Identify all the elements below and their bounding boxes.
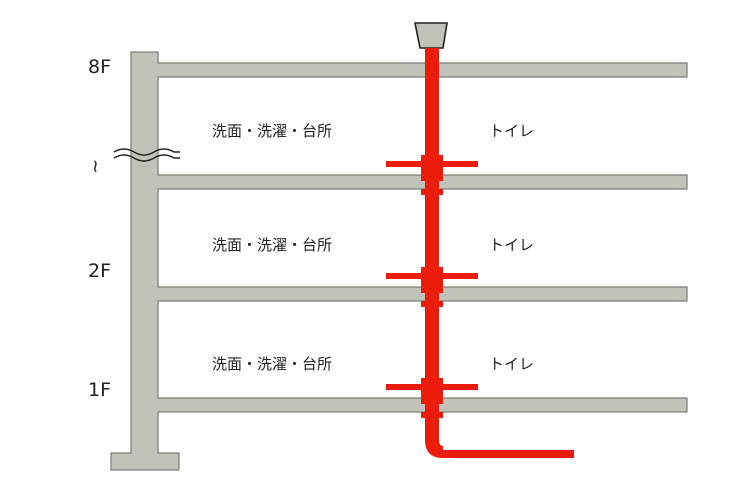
floor-label-1f: 1F	[88, 379, 112, 401]
floor-label-2f: 2F	[88, 260, 112, 282]
branch-2f	[386, 267, 478, 293]
room-label-right-1f: トイレ	[489, 355, 535, 373]
room-label-right-8f: トイレ	[489, 122, 535, 140]
building-structure	[110, 51, 688, 471]
branch-1f	[386, 378, 478, 404]
drain-outlet-pipe	[441, 450, 574, 458]
room-label-left-2f: 洗面・洗濯・台所	[212, 236, 333, 254]
collar-1f	[421, 412, 443, 418]
collar-2f	[421, 301, 443, 307]
collar-8f	[421, 189, 443, 195]
branch-8f	[386, 155, 478, 181]
floor-label-8f: 8F	[88, 56, 112, 78]
room-label-right-2f: トイレ	[489, 236, 535, 254]
room-label-left-8f: 洗面・洗濯・台所	[212, 122, 333, 140]
break-mark: ≀	[92, 156, 99, 177]
drain-stack-pipe	[425, 48, 439, 443]
drain-stack-bend	[425, 440, 443, 458]
vent-cap-icon	[414, 22, 448, 49]
room-label-left-1f: 洗面・洗濯・台所	[212, 355, 333, 373]
wavy-break-icon	[113, 148, 180, 162]
